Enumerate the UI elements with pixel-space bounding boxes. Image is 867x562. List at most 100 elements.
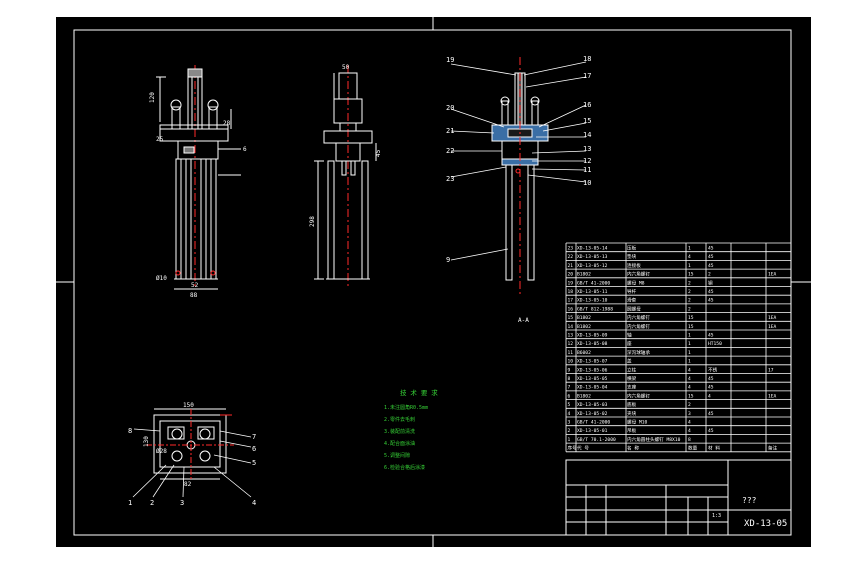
side-view (314, 65, 377, 287)
top-view-balloons: 8 7 6 5 1 2 3 4 150 82 Ø28 130 (128, 402, 256, 507)
front-view (156, 65, 241, 290)
bom-cell-qty: 15 (688, 393, 694, 399)
note-line-3: 3.装配前清洗 (384, 428, 415, 435)
bom-cell-no: 19 (568, 280, 574, 286)
bom-cell-material: HT150 (708, 341, 722, 347)
bom-cell-no: 9 (568, 367, 571, 373)
bom-cell-qty: 4 (688, 376, 691, 382)
bom-cell-code: XD-13-05-06 (577, 367, 608, 373)
bom-cell-code: GB/T 41-2000 (577, 420, 610, 426)
dim-d10: Ø10 (156, 275, 167, 282)
bom-cell-code: XD-13-05-13 (577, 254, 608, 260)
bom-cell-code: XD-13-05-07 (577, 359, 608, 365)
bom-cell-name: 名 称 (627, 445, 639, 452)
balloon-7: 7 (252, 433, 256, 441)
bom-cell-name: 内六角圆柱头螺钉 M8X10 (627, 436, 681, 443)
bom-cell-material: 45 (708, 376, 714, 382)
bom-cell-no: 1 (568, 437, 571, 443)
bom-cell-name: 内六角螺钉 (627, 271, 650, 278)
bom-cell-qty: 4 (688, 420, 691, 426)
bom-cell-name: 轴 (627, 332, 632, 339)
bom-cell-name: 滑套 (627, 297, 637, 304)
bom-cell-code: XD-13-05-05 (577, 376, 608, 382)
bom-cell-code: XD-13-05-02 (577, 411, 608, 417)
bom-cell-name: 内六角螺钉 (627, 323, 650, 330)
section-leaders (450, 61, 587, 261)
bom-cell-code: GB/T 41-2000 (577, 280, 610, 286)
bom-cell-code: XD-13-05-03 (577, 402, 608, 408)
bom-cell-no: 23 (568, 246, 574, 252)
bom-cell-qty: 1 (688, 350, 691, 356)
bom-cell-qty: 3 (688, 411, 691, 417)
balloon-22: 22 (446, 147, 454, 155)
bom-cell-code: 代 号 (577, 445, 589, 452)
bom-cell-code: XD-13-05-09 (577, 333, 608, 339)
bom-cell-code: GB/T 812-1988 (577, 306, 613, 312)
bom-cell-material: 钢 (708, 279, 713, 286)
bom-cell-code: XD-13-05-10 (577, 298, 608, 304)
bom-cell-qty: 2 (688, 289, 691, 295)
cad-drawing: 120 28 25 52 88 Ø10 6 50 298 45 (56, 17, 811, 547)
bom-cell-code: XD-13-05-14 (577, 246, 608, 252)
bom-cell-name: 立柱 (627, 366, 637, 373)
bom-cell-no: 18 (568, 289, 574, 295)
bom-cell-name: 深沟球轴承 (627, 349, 650, 356)
notes-title: 技 术 要 求 (400, 388, 438, 397)
bom-cell-code: B1802 (577, 393, 591, 399)
balloon-12: 12 (583, 157, 591, 165)
balloon-10: 10 (583, 179, 591, 187)
bom-cell-code: B1802 (577, 315, 591, 321)
note-line-2: 2.零件去毛刺 (384, 416, 415, 423)
bom-cell-code: B1802 (577, 272, 591, 278)
bom-cell-code: XD-13-05-08 (577, 341, 608, 347)
bom-cell-no: 12 (568, 341, 574, 347)
bom-cell-code: XD-13-05-04 (577, 385, 608, 391)
bom-cell-qty: 4 (688, 254, 691, 260)
bom-cell-no: 7 (568, 385, 571, 391)
bom-cell-note: 1EA (768, 315, 777, 321)
dim-130: 130 (143, 436, 150, 447)
bom-cell-qty: 15 (688, 315, 694, 321)
title-block-text: ??? XD-13-05 1:3 (712, 496, 787, 529)
balloon-23: 23 (446, 175, 454, 183)
bom-cell-name: 吊板 (627, 427, 637, 434)
bom-cell-code: GB/T 70.1-2000 (577, 437, 616, 443)
dim-25: 25 (156, 136, 164, 143)
bom-cell-name: 连接板 (627, 262, 641, 269)
bom-cell-code: B6002 (577, 350, 591, 356)
bom-cell-material: 2 (708, 272, 711, 278)
bom-cell-name: 内六角螺钉 (627, 392, 650, 399)
bom-cell-no: 6 (568, 393, 571, 399)
bom-cell-material: 45 (708, 428, 714, 434)
bom-cell-qty: 数量 (688, 445, 698, 452)
section-balloons: 19 18 17 16 15 14 13 12 11 10 20 21 22 2… (446, 55, 591, 324)
balloon-17: 17 (583, 72, 591, 80)
dim-52: 52 (191, 282, 199, 289)
dim-298: 298 (309, 216, 316, 227)
bom-cell-qty: 15 (688, 272, 694, 278)
bom-cell-name: 夹块 (627, 410, 637, 417)
bom-cell-material: 45 (708, 263, 714, 269)
balloon-18: 18 (583, 55, 591, 63)
bom-cell-qty: 4 (688, 428, 691, 434)
bom-cell-qty: 8 (688, 437, 691, 443)
bom-cell-no: 15 (568, 315, 574, 321)
dim-82: 82 (184, 481, 192, 488)
bom-cell-name: 座 (627, 340, 632, 347)
bom-cell-no: 17 (568, 298, 574, 304)
bom-cell-note: 1EA (768, 324, 777, 330)
bom-cell-code: XD-13-05-01 (577, 428, 608, 434)
balloon-21: 21 (446, 127, 454, 135)
bom-cell-name: 螺母 M10 (627, 419, 647, 426)
bom-cell-code: XD-13-05-11 (577, 289, 608, 295)
top-view-leaders (132, 428, 252, 498)
bom-cell-qty: 1 (688, 246, 691, 252)
balloon-20: 20 (446, 104, 454, 112)
dim-120: 120 (149, 92, 156, 103)
bom-cell-note: 1EA (768, 393, 777, 399)
bom-cell-name: 螺母 M8 (627, 279, 645, 286)
balloon-16: 16 (583, 101, 591, 109)
balloon-11: 11 (583, 166, 591, 174)
bom-cell-name: 垫块 (627, 253, 637, 260)
bom-cell-name: 内六角螺钉 (627, 314, 650, 321)
